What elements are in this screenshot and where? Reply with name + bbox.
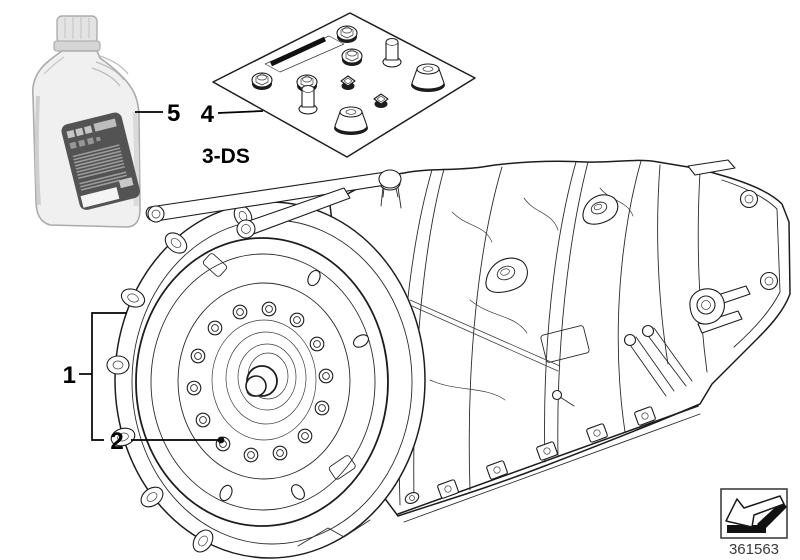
flange-lug [192, 529, 214, 553]
direction-arrow-icon [725, 495, 787, 533]
callout-2-dot [217, 436, 225, 444]
rear-fin [697, 310, 743, 334]
lifting-boss [582, 194, 619, 225]
seal-kit-plate [212, 12, 476, 158]
oil-pan-rail [397, 405, 701, 523]
case-seam [557, 161, 589, 458]
case-seam [413, 168, 445, 501]
torque-converter [135, 237, 389, 527]
bracket-boss [378, 169, 402, 209]
band-hole [307, 269, 321, 287]
case-rib [429, 379, 506, 401]
label-text-lines [72, 144, 128, 191]
kit-hex-nut [341, 48, 363, 66]
bottle-cap [53, 15, 101, 52]
bottle-shoulder-ridges [91, 55, 129, 87]
lifting-boss [485, 257, 528, 293]
callout-4[interactable]: 4 [201, 101, 215, 128]
label-wordmark [93, 118, 117, 132]
callout-4-leader [217, 110, 264, 114]
callout-1-bracket [91, 312, 127, 441]
transmission-case [329, 159, 791, 523]
flange-lug [120, 288, 146, 308]
pan-bolt-tab [536, 441, 558, 461]
rear-extension [623, 159, 781, 397]
case-id-plate [540, 325, 590, 363]
kit-hex-nut [251, 72, 273, 90]
band-hole [291, 484, 305, 500]
case-rib [451, 211, 493, 243]
pan-bolt-tab [437, 479, 459, 499]
flange-lug [140, 486, 164, 508]
callout-5[interactable]: 5 [167, 100, 180, 127]
rear-mount-eye [689, 288, 725, 325]
kit-dowel-pin [382, 37, 402, 68]
part-number: 361563 [729, 541, 779, 558]
flange-lug [106, 355, 130, 375]
flange-scallop [297, 519, 371, 547]
callouts: 5 4 3-DS 1 2 [63, 100, 264, 455]
kit-dowel-pin [298, 84, 318, 115]
pan-bolt-tab [586, 423, 608, 443]
band-slot [202, 253, 228, 277]
case-seam [617, 160, 642, 433]
flange-lug [164, 232, 188, 254]
rear-flange-eye [739, 189, 759, 209]
converter-bolt-ring [186, 301, 334, 463]
rear-top-tab [687, 159, 736, 176]
rear-strut [623, 324, 693, 397]
rear-flange-eye [759, 271, 779, 291]
converter-hub [245, 365, 278, 397]
kit-gasket-strip [264, 35, 345, 73]
pan-bolt-tab [486, 460, 508, 480]
kit-code-label: 3-DS [202, 145, 250, 168]
case-rib [469, 299, 528, 334]
kit-taper-plug [334, 106, 368, 135]
bottle-label [61, 112, 140, 210]
direction-arrow-box[interactable] [720, 488, 788, 539]
flange-lug [110, 427, 136, 447]
pan-bolt-tab [634, 406, 656, 426]
bottle-shade-left [34, 95, 41, 206]
case-rib [599, 187, 634, 217]
band-slot [328, 455, 356, 480]
kit-hex-nut [336, 25, 358, 43]
label-barcode-box [80, 187, 120, 208]
band-hole [219, 484, 233, 502]
label-small-tab [118, 177, 134, 189]
kit-square-plug [340, 75, 356, 90]
mounting-bracket [145, 169, 402, 239]
band-hole [352, 334, 370, 348]
kit-taper-plug [411, 63, 445, 92]
oil-bottle-illustration [31, 15, 141, 228]
case-seam [468, 166, 503, 491]
callout-2[interactable]: 2 [110, 428, 123, 455]
callout-1[interactable]: 1 [63, 362, 76, 389]
drain-bolt [551, 389, 575, 407]
case-outline [329, 159, 791, 517]
case-rib [523, 197, 559, 231]
case-seam [544, 161, 577, 463]
pan-hole [404, 492, 420, 504]
kit-square-plug [373, 93, 389, 108]
selector-rod [409, 299, 561, 372]
bottle-shade-right [132, 111, 140, 207]
